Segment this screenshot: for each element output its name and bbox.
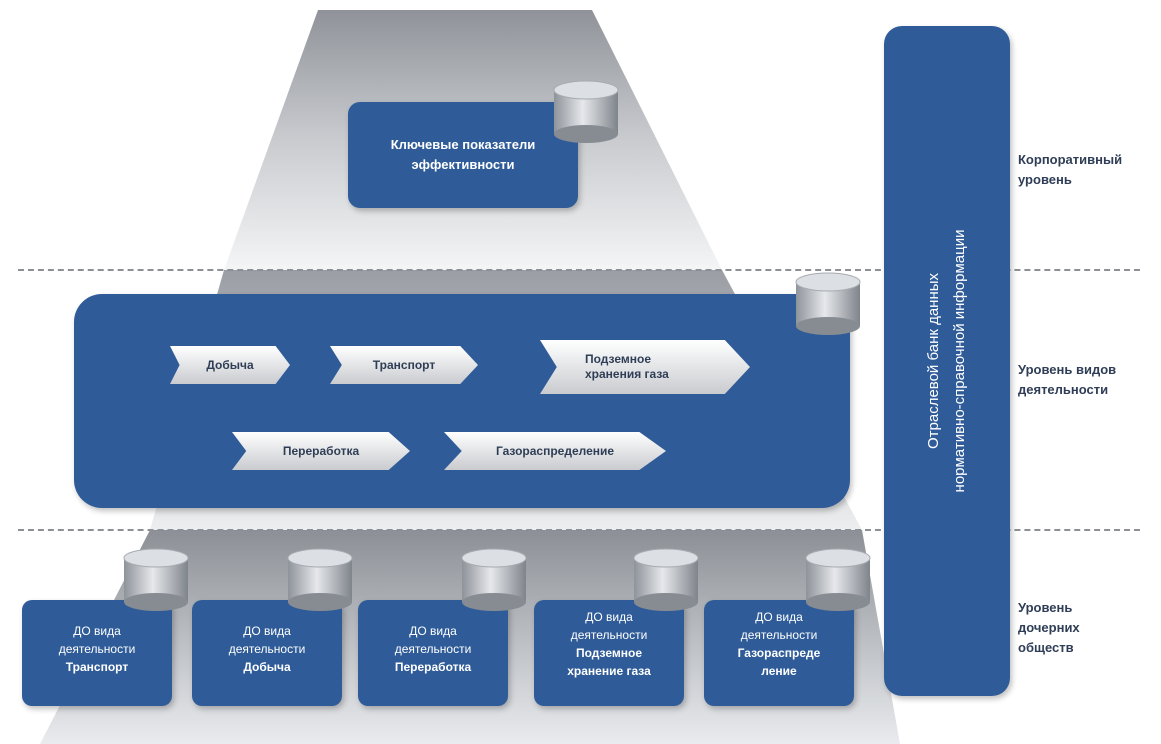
subsidiary-line3: Подземное хранение газа [567,646,651,678]
kpi-label: Ключевые показатели эффективности [390,137,536,172]
subsidiary-box-processing: ДО вида деятельности Переработка [358,600,508,706]
subsidiary-line2: деятельности [394,642,472,656]
bank-label-line1: Отраслевой банк данных [925,272,942,450]
level-separator-1 [18,269,1140,271]
database-cylinder-icon [461,548,527,611]
activity-arrow-distribution: Газораспределение [444,432,666,470]
level-label-corporate: Корпоративный уровень [1018,152,1123,187]
database-cylinder-icon [553,80,619,143]
level-label-activities: Уровень видов деятельности [1018,362,1117,397]
subsidiary-line1: ДО вида [755,610,803,624]
level-label-subsidiaries: Уровень дочерних обществ [1018,600,1080,655]
activity-arrow-processing: Переработка [232,432,410,470]
reference-data-bank-bar: Отраслевой банк данных нормативно-справо… [884,26,1010,696]
subsidiary-line1: ДО вида [585,610,633,624]
activity-arrow-transport: Транспорт [330,346,478,384]
subsidiary-line2: деятельности [570,628,648,642]
database-cylinder-icon [805,548,871,611]
subsidiary-line1: ДО вида [409,624,457,638]
subsidiary-line2: деятельности [58,642,136,656]
bank-label-line2: нормативно-справочной информации [951,229,968,493]
subsidiary-line1: ДО вида [243,624,291,638]
subsidiary-box-mining: ДО вида деятельности Добыча [192,600,342,706]
subsidiary-box-storage: ДО вида деятельности Подземное хранение … [534,600,684,706]
subsidiary-line3: Транспорт [65,660,129,674]
subsidiary-line3: Переработка [394,660,472,674]
subsidiary-line2: деятельности [740,628,818,642]
database-cylinder-icon [633,548,699,611]
database-cylinder-icon [123,548,189,611]
activity-arrow-storage: Подземное хранения газа [540,340,750,394]
subsidiary-line1: ДО вида [73,624,121,638]
subsidiary-line2: деятельности [228,642,306,656]
activity-arrow-mining: Добыча [170,346,290,384]
subsidiary-box-distribution: ДО вида деятельности Газораспреде ление [704,600,854,706]
subsidiary-line3: Газораспреде ление [737,646,821,678]
kpi-box: Ключевые показатели эффективности [348,102,578,208]
reference-data-bank-label: Отраслевой банк данных нормативно-справо… [921,111,973,611]
subsidiary-line3: Добыча [243,660,291,674]
activities-box [74,294,850,508]
subsidiary-box-transport: ДО вида деятельности Транспорт [22,600,172,706]
database-cylinder-icon [795,272,861,335]
database-cylinder-icon [287,548,353,611]
level-separator-2 [18,529,1140,531]
